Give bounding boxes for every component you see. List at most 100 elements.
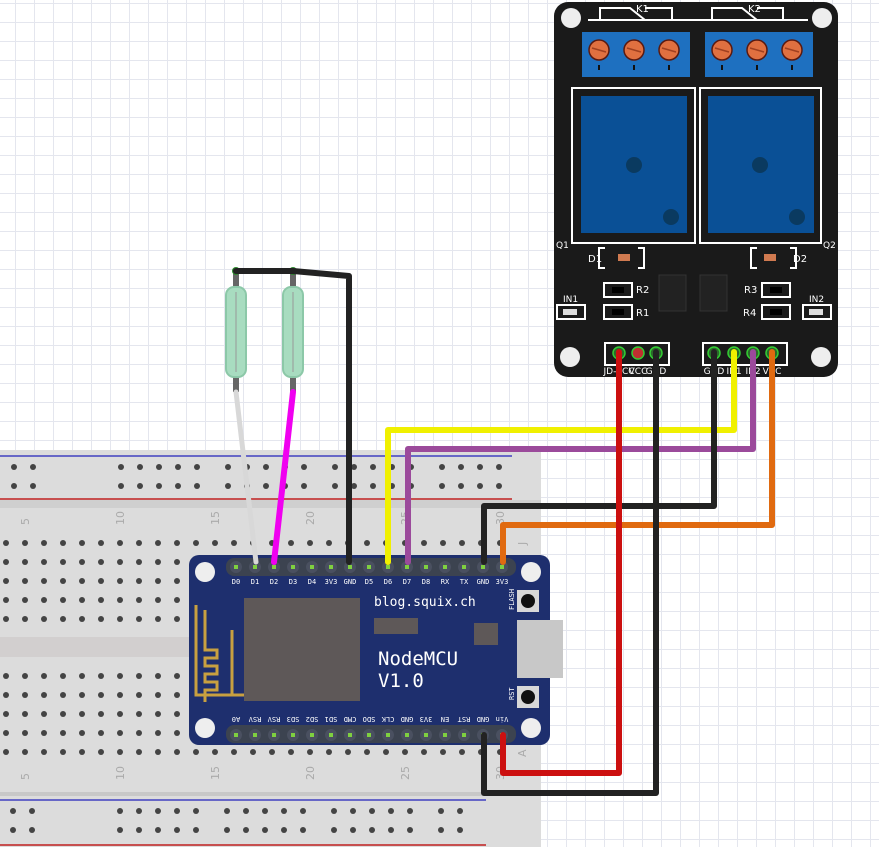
breadboard-hole — [117, 559, 123, 565]
relay-pin-vcc[interactable] — [631, 346, 645, 360]
pin-label: GND — [477, 715, 490, 723]
rail-hole — [496, 483, 502, 489]
wire-d6-in1[interactable] — [385, 349, 737, 565]
breadboard-hole — [98, 692, 104, 698]
row-letter: J — [516, 542, 529, 546]
q1-label: Q1 — [556, 241, 569, 251]
breadboard-hole — [98, 616, 104, 622]
rail-hole — [136, 827, 142, 833]
breadboard-hole — [421, 540, 427, 546]
column-number: 20 — [304, 511, 317, 525]
wire-gnd-reed-common[interactable] — [233, 268, 352, 565]
breadboard-hole — [288, 540, 294, 546]
column-number: 5 — [19, 773, 32, 780]
breadboard-hole — [79, 540, 85, 546]
mount-hole — [195, 718, 215, 738]
wire-d2-reed2[interactable] — [271, 389, 296, 565]
breadboard-hole — [155, 540, 161, 546]
rail-hole — [439, 483, 445, 489]
breadboard-hole — [41, 559, 47, 565]
pin-pad — [329, 565, 333, 569]
breadboard-hole — [79, 692, 85, 698]
pin-label: D1 — [251, 578, 259, 586]
breadboard-hole — [193, 540, 199, 546]
wire-gnd-relay-power-gnd[interactable] — [481, 349, 659, 796]
breadboard-hole — [79, 578, 85, 584]
rail-hole — [458, 483, 464, 489]
rail-hole — [350, 808, 356, 814]
pin-pad — [424, 733, 428, 737]
breadboard-hole — [60, 692, 66, 698]
breadboard-hole — [79, 559, 85, 565]
esp-module-shield — [244, 598, 360, 701]
breadboard-hole — [421, 749, 427, 755]
rail-hole — [175, 483, 181, 489]
breadboard-hole — [345, 749, 351, 755]
reed-switch-1[interactable] — [225, 267, 247, 392]
pin-label: RSV — [248, 715, 261, 723]
breadboard-hole — [155, 673, 161, 679]
breadboard-hole — [22, 616, 28, 622]
pin-label: CLK — [381, 715, 394, 723]
chip — [474, 623, 498, 645]
rail-hole — [11, 483, 17, 489]
breadboard-hole — [155, 597, 161, 603]
breadboard-hole — [22, 578, 28, 584]
breadboard-hole — [136, 749, 142, 755]
breadboard-hole — [136, 673, 142, 679]
pin-label: 3V3 — [420, 715, 433, 723]
rail-hole — [174, 808, 180, 814]
pin-pad — [291, 733, 295, 737]
breadboard-hole — [155, 749, 161, 755]
breadboard-hole — [307, 540, 313, 546]
rail-hole — [117, 808, 123, 814]
pin-pad — [310, 733, 314, 737]
relay-module: K1 K2 Q1 Q2 D1 D2 R2 R1 R3 R4 IN1 IN2 — [554, 2, 838, 377]
breadboard-hole — [60, 673, 66, 679]
r4-label: R4 — [743, 308, 756, 319]
rail-hole — [407, 827, 413, 833]
pin-pad — [348, 733, 352, 737]
breadboard-hole — [3, 578, 9, 584]
breadboard-hole — [60, 540, 66, 546]
breadboard-hole — [117, 692, 123, 698]
breadboard-hole — [136, 711, 142, 717]
pin-label: D5 — [365, 578, 373, 586]
column-number: 15 — [209, 766, 222, 780]
flash-button-cap — [521, 594, 535, 608]
pin-pad — [462, 565, 466, 569]
wire-d7-in2[interactable] — [405, 349, 756, 565]
in1-label: IN1 — [563, 295, 578, 305]
rail-hole — [457, 827, 463, 833]
breadboard-hole — [155, 692, 161, 698]
pin-label: RSV — [267, 715, 280, 723]
wire-d1-reed1[interactable] — [233, 389, 259, 565]
d1-label: D1 — [588, 254, 602, 265]
breadboard-hole — [41, 540, 47, 546]
breadboard-hole — [60, 749, 66, 755]
breadboard-hole — [41, 578, 47, 584]
breadboard-hole — [440, 540, 446, 546]
pin-label: TX — [460, 578, 469, 586]
pin-label: GND — [477, 578, 490, 586]
pin-pad — [481, 565, 485, 569]
breadboard-hole — [60, 559, 66, 565]
pin-label: CMD — [344, 715, 357, 723]
breadboard-hole — [136, 578, 142, 584]
wire-vin-jdvcc[interactable] — [500, 349, 622, 776]
rail-hole — [118, 464, 124, 470]
rail-hole — [174, 827, 180, 833]
breadboard-hole — [98, 711, 104, 717]
wire-3v3-vcc[interactable] — [500, 349, 775, 565]
breadboard-hole — [307, 749, 313, 755]
breadboard-hole — [174, 749, 180, 755]
rail-hole — [263, 483, 269, 489]
rail-hole — [194, 464, 200, 470]
reed-switch-2[interactable] — [282, 267, 304, 392]
mount-hole — [812, 8, 832, 28]
rail-hole — [10, 827, 16, 833]
pin-pad — [367, 565, 371, 569]
pin-pad — [500, 565, 504, 569]
signal-header — [702, 342, 788, 366]
wire-gnd-relay-gnd[interactable] — [481, 349, 717, 565]
